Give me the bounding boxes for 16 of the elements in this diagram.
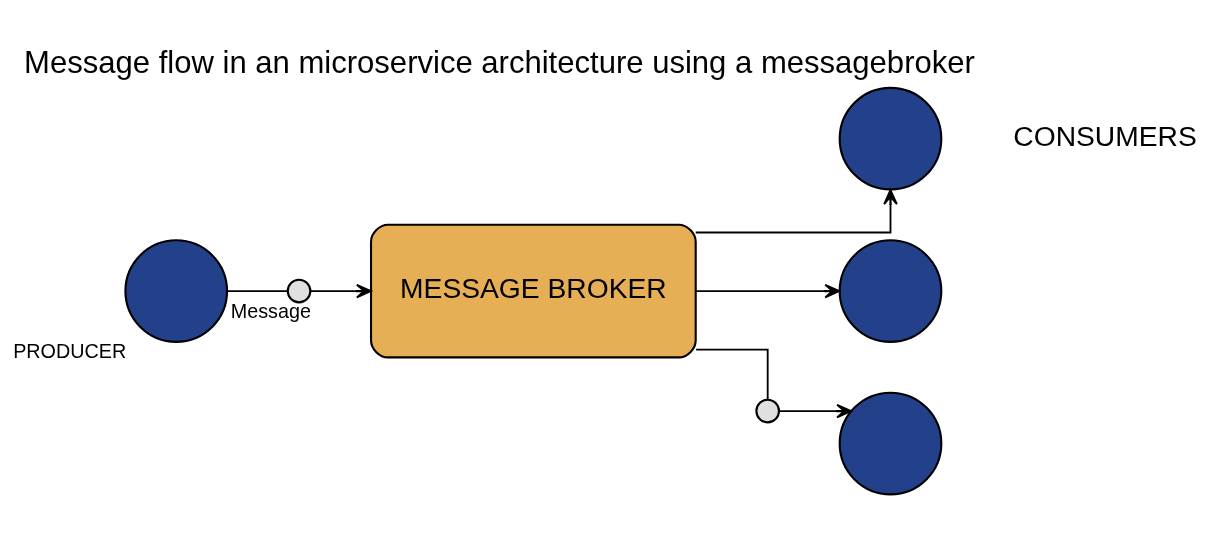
connector <box>695 348 769 400</box>
node-circle <box>838 86 943 190</box>
node-circle <box>124 238 229 343</box>
node-circle <box>755 398 781 423</box>
arrow <box>694 283 841 298</box>
node-circle <box>838 238 943 343</box>
label: CONSUMERS <box>1013 119 1197 152</box>
connector <box>226 289 289 292</box>
arrow <box>778 403 853 418</box>
node-label: Message <box>230 299 311 322</box>
diagram-title: Message flow in an microservice architecture using a messagebroker <box>24 44 975 80</box>
node-circle <box>286 278 312 303</box>
node-box: MESSAGE BROKER <box>369 223 697 358</box>
node-label: PRODUCER <box>13 339 127 362</box>
arrow <box>309 283 372 298</box>
arrow <box>694 188 898 233</box>
